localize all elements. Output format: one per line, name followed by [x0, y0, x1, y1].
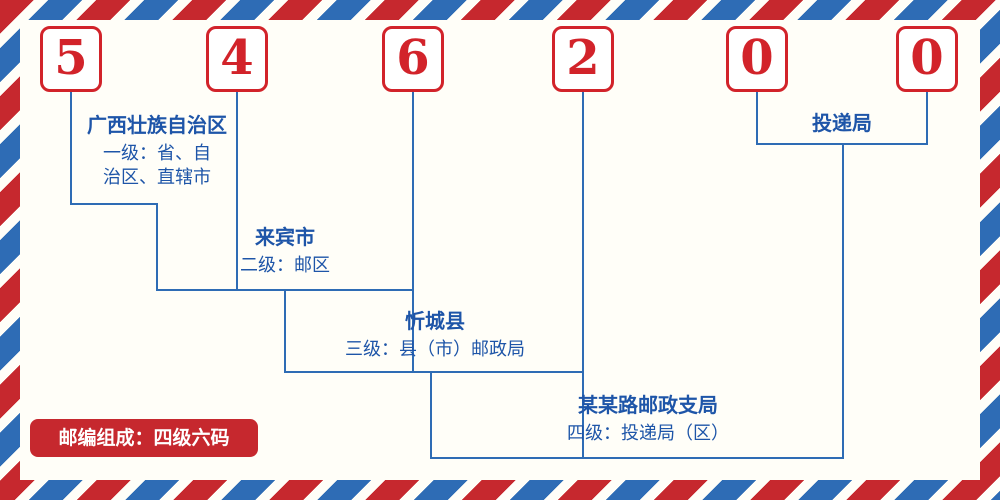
digit-box-2: 4: [206, 26, 268, 92]
level3-name: 忻城县: [405, 309, 465, 333]
digit-box-5: 0: [726, 26, 788, 92]
connector-digit4-vertical: [582, 92, 584, 459]
digit-box-4: 2: [552, 26, 614, 92]
level1-name: 广西壮族自治区: [87, 113, 227, 137]
envelope-inner-panel: [20, 20, 980, 480]
connector-delivery-bottom: [756, 143, 928, 145]
level1-desc-line2: 治区、直辖市: [103, 167, 211, 188]
delivery-office-label: 投递局: [770, 110, 914, 136]
level4-name: 某某路邮政支局: [578, 393, 718, 417]
connector-level3-bottom: [284, 371, 584, 373]
connector-digit6-vertical: [926, 92, 928, 145]
connector-delivery-to-level4: [842, 143, 844, 459]
level3-label: 忻城县 三级：县（市）邮政局: [300, 308, 570, 362]
connector-step-2-3: [284, 289, 286, 373]
level2-label: 来宾市 二级：邮区: [190, 224, 380, 278]
digit-box-6: 0: [896, 26, 958, 92]
connector-digit3-vertical: [412, 92, 414, 373]
digit-box-1: 5: [40, 26, 102, 92]
connector-digit1-vertical: [70, 92, 72, 205]
level3-desc: 三级：县（市）邮政局: [345, 339, 525, 360]
digit-box-3: 6: [382, 26, 444, 92]
connector-step-3-4: [430, 371, 432, 459]
connector-level4-bottom: [430, 457, 844, 459]
level2-desc: 二级：邮区: [240, 255, 330, 276]
connector-step-1-2: [156, 203, 158, 291]
connector-digit2-vertical: [236, 92, 238, 291]
level1-desc-line1: 一级：省、自: [103, 143, 211, 164]
connector-level1-bottom: [70, 203, 158, 205]
composition-badge: 邮编组成：四级六码: [30, 419, 258, 457]
level1-label: 广西壮族自治区 一级：省、自 治区、直辖市: [62, 112, 252, 190]
level4-label: 某某路邮政支局 四级：投递局（区）: [513, 392, 783, 446]
level2-name: 来宾市: [255, 225, 315, 249]
level4-desc: 四级：投递局（区）: [567, 423, 729, 444]
level1-desc: 一级：省、自 治区、直辖市: [62, 142, 252, 190]
delivery-office-name: 投递局: [812, 111, 872, 135]
connector-digit5-vertical: [756, 92, 758, 145]
